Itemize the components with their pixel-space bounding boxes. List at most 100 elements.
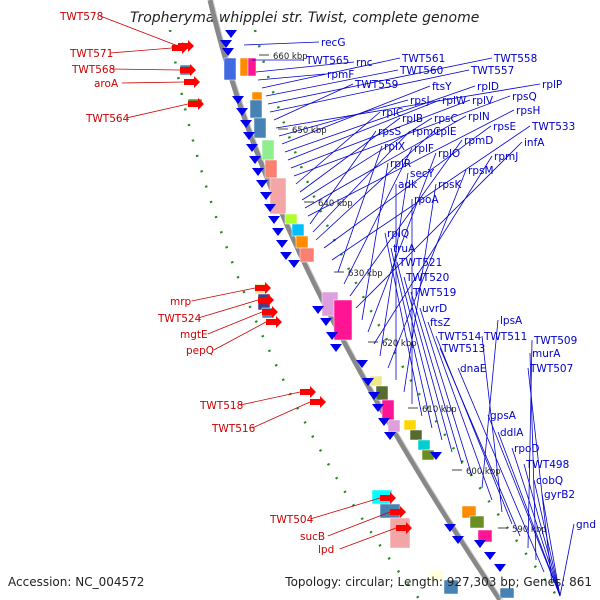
- gene-label-lpsa: lpsA: [500, 315, 523, 327]
- track-ring-reverse: [253, 29, 562, 600]
- gene-block: [295, 235, 309, 249]
- gene-leader-line: [278, 99, 409, 137]
- gene-leader-line: [390, 247, 433, 429]
- gene-label-lpd: lpd: [318, 544, 334, 556]
- gene-block: [409, 429, 423, 441]
- gene-block: [299, 247, 315, 263]
- gene-leader-line: [419, 307, 473, 477]
- gene-label-rple: rplE: [436, 126, 457, 138]
- gene-leader-line: [343, 147, 413, 285]
- gene-block: [251, 91, 263, 101]
- gene-block: [261, 139, 275, 161]
- gene-arrow: [264, 204, 276, 212]
- gene-leader-line: [243, 41, 320, 46]
- gene-arrow: [222, 48, 234, 56]
- gene-leader-line: [396, 261, 443, 441]
- gene-block: [429, 569, 445, 583]
- gene-label-twt557: TWT557: [470, 65, 514, 77]
- gene-label-twt560: TWT560: [399, 65, 443, 77]
- gene-arrow: [330, 344, 342, 352]
- gene-arrow: [390, 506, 406, 518]
- gene-leader-line: [257, 73, 326, 81]
- gene-arrow: [362, 378, 374, 386]
- gene-leader-line: [435, 335, 513, 525]
- gene-leader-line: [487, 414, 561, 597]
- gene-leader-line: [457, 367, 545, 573]
- gene-leader-line: [255, 61, 355, 73]
- gene-leader-line: [410, 291, 463, 465]
- gene-label-twt521: TWT521: [398, 257, 442, 269]
- gene-label-twt524: TWT524: [157, 313, 202, 325]
- gene-label-gpsa: gpsA: [490, 410, 517, 422]
- gene-label-rpln: rplN: [468, 111, 490, 123]
- gene-leader-line: [295, 111, 381, 185]
- gene-arrow: [236, 108, 248, 116]
- gene-label-rplr: rplR: [390, 158, 411, 170]
- scale-label: 590 kbp: [512, 525, 547, 535]
- gene-leader-line: [312, 130, 411, 233]
- gene-leader-line: [361, 162, 389, 321]
- gene-label-rpsq: rpsQ: [512, 91, 537, 103]
- gene-label-rpmc: rpmC: [412, 126, 441, 138]
- gene-block: [469, 515, 485, 529]
- gene-label-rpmj: rpmJ: [494, 151, 518, 163]
- gene-leader-line: [284, 85, 476, 153]
- gene-label-ftsy: ftsY: [432, 81, 452, 93]
- gene-label-twt564: TWT564: [85, 113, 130, 125]
- scale-label: 620 kbp: [382, 339, 417, 349]
- gene-arrow: [256, 180, 268, 188]
- gene-arrow: [356, 360, 368, 368]
- gene-leader-line: [523, 463, 561, 597]
- scale-label: 640 kbp: [318, 199, 353, 209]
- gene-blocks: [171, 43, 515, 599]
- gene-label-twt561: TWT561: [401, 53, 445, 65]
- gene-label-ddla: ddlA: [500, 427, 524, 439]
- gene-label-twt514: TWT514: [437, 331, 482, 343]
- gene-label-twt518: TWT518: [199, 400, 243, 412]
- gene-block: [249, 99, 263, 119]
- gene-label-twt498: TWT498: [525, 459, 569, 471]
- gene-arrow: [484, 552, 496, 560]
- gene-label-rpsm: rpsM: [468, 165, 494, 177]
- gene-arrow: [320, 318, 332, 326]
- gene-label-mura: murA: [532, 348, 561, 360]
- gene-label-infa: infA: [524, 137, 545, 149]
- gene-leader-line: [367, 152, 437, 333]
- gene-label-rpsh: rpsH: [516, 105, 540, 117]
- gene-block: [264, 159, 278, 179]
- gene-leader-line: [301, 117, 433, 201]
- gene-label-twt504: TWT504: [269, 514, 314, 526]
- gene-label-rpsc: rpsC: [434, 113, 458, 125]
- gene-label-twt509: TWT509: [533, 335, 577, 347]
- scale-label: 650 kbp: [292, 126, 327, 136]
- gene-leader-line: [529, 352, 537, 561]
- gene-leader-line: [252, 401, 311, 429]
- gene-label-rpsj: rpsJ: [410, 95, 430, 107]
- gene-label-rpmd: rpmD: [464, 135, 493, 147]
- gene-arrow: [188, 98, 204, 110]
- gene-block: [417, 439, 431, 451]
- gene-leader-line: [387, 169, 467, 369]
- gene-label-rpoa: rpoA: [414, 194, 439, 206]
- gene-block: [387, 419, 401, 433]
- gene-label-aroa: aroA: [94, 78, 119, 90]
- gene-label-twt558: TWT558: [493, 53, 537, 65]
- gene-label-adk: adk: [398, 179, 418, 191]
- gene-label-rpod: rpoD: [514, 443, 540, 455]
- gene-arrow: [326, 332, 338, 340]
- gene-leader-line: [384, 232, 423, 417]
- gene-leader-line: [307, 109, 515, 217]
- gene-block: [461, 505, 477, 519]
- gene-label-twt571: TWT571: [69, 48, 113, 60]
- gene-leader-line: [269, 69, 470, 113]
- gene-label-rpse: rpsE: [493, 121, 516, 133]
- gene-leader-line: [355, 141, 523, 309]
- gene-arrow: [280, 252, 292, 260]
- gene-leader-line: [403, 276, 453, 453]
- gene-arrow: [276, 240, 288, 248]
- gene-label-rplv: rplV: [472, 95, 494, 107]
- gene-leader-line: [267, 57, 493, 105]
- gene-leader-line: [198, 299, 259, 319]
